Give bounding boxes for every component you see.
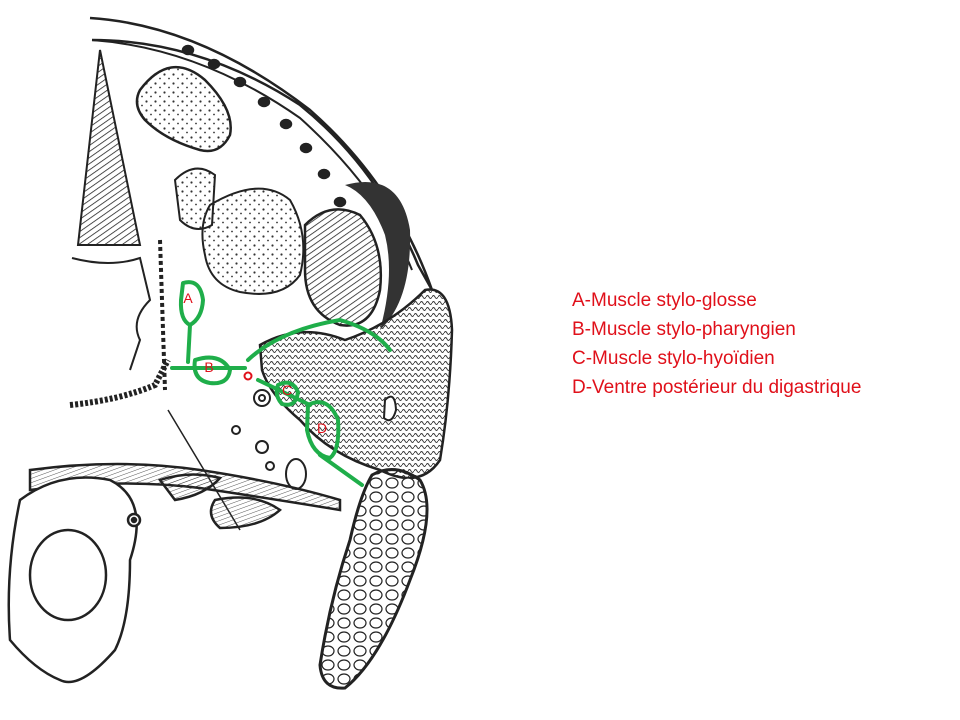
pterygoid-region (258, 288, 454, 480)
junction-point (243, 371, 253, 381)
masseter-muscle (135, 65, 411, 330)
marker-b: B (204, 359, 213, 375)
highlighted-muscle-paths (170, 280, 392, 487)
legend-item-c: C-Muscle stylo-hyoïdien (572, 348, 775, 369)
legend-item-d: D-Ventre postérieur du digastrique (572, 377, 862, 398)
legend: A-Muscle stylo-glosse B-Muscle stylo-pha… (572, 286, 861, 402)
legend-item-b: B-Muscle stylo-pharyngien (572, 319, 796, 340)
marker-d: D (317, 420, 327, 436)
marker-c: C (282, 382, 292, 398)
letter-markers: A B C D (183, 290, 327, 436)
sternocleidomastoid (318, 468, 429, 690)
vertebra (7, 462, 342, 684)
legend-item-a: A-Muscle stylo-glosse (572, 290, 757, 311)
parotid-gland (173, 167, 305, 295)
marker-a: A (183, 290, 193, 306)
tonsil-fan (76, 49, 142, 246)
